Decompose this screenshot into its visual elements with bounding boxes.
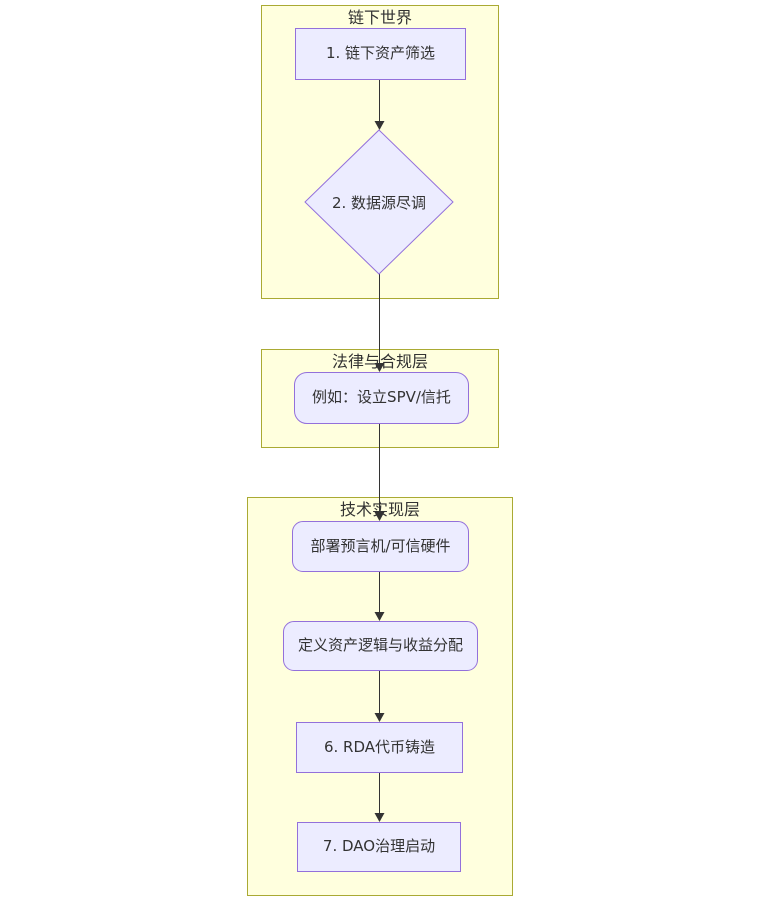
node-rda-token-minting: 6. RDA代币铸造 bbox=[296, 722, 463, 773]
cluster-legal-compliance-title: 法律与合规层 bbox=[331, 352, 428, 371]
node-deploy-oracle-trusted-hardware: 部署预言机/可信硬件 bbox=[292, 521, 469, 572]
node-define-asset-logic-revenue-distribution-label: 定义资产逻辑与收益分配 bbox=[297, 636, 463, 655]
node-offchain-asset-screening-label: 1. 链下资产筛选 bbox=[325, 44, 436, 63]
cluster-technical-implementation-title: 技术实现层 bbox=[339, 500, 420, 519]
node-data-source-due-diligence-label: 2. 数据源尽调 bbox=[331, 193, 427, 212]
node-dao-governance-launch-label: 7. DAO治理启动 bbox=[322, 837, 436, 856]
node-spv-trust-setup-label: 例如：设立SPV/信托 bbox=[312, 388, 451, 407]
node-data-source-due-diligence: 2. 数据源尽调 bbox=[305, 130, 453, 274]
node-define-asset-logic-revenue-distribution: 定义资产逻辑与收益分配 bbox=[283, 621, 478, 671]
node-offchain-asset-screening: 1. 链下资产筛选 bbox=[295, 28, 466, 80]
node-spv-trust-setup: 例如：设立SPV/信托 bbox=[294, 372, 469, 424]
cluster-offchain-world-title: 链下世界 bbox=[347, 8, 412, 27]
node-rda-token-minting-label: 6. RDA代币铸造 bbox=[323, 737, 436, 756]
node-dao-governance-launch: 7. DAO治理启动 bbox=[297, 822, 461, 872]
node-deploy-oracle-trusted-hardware-label: 部署预言机/可信硬件 bbox=[310, 536, 451, 555]
